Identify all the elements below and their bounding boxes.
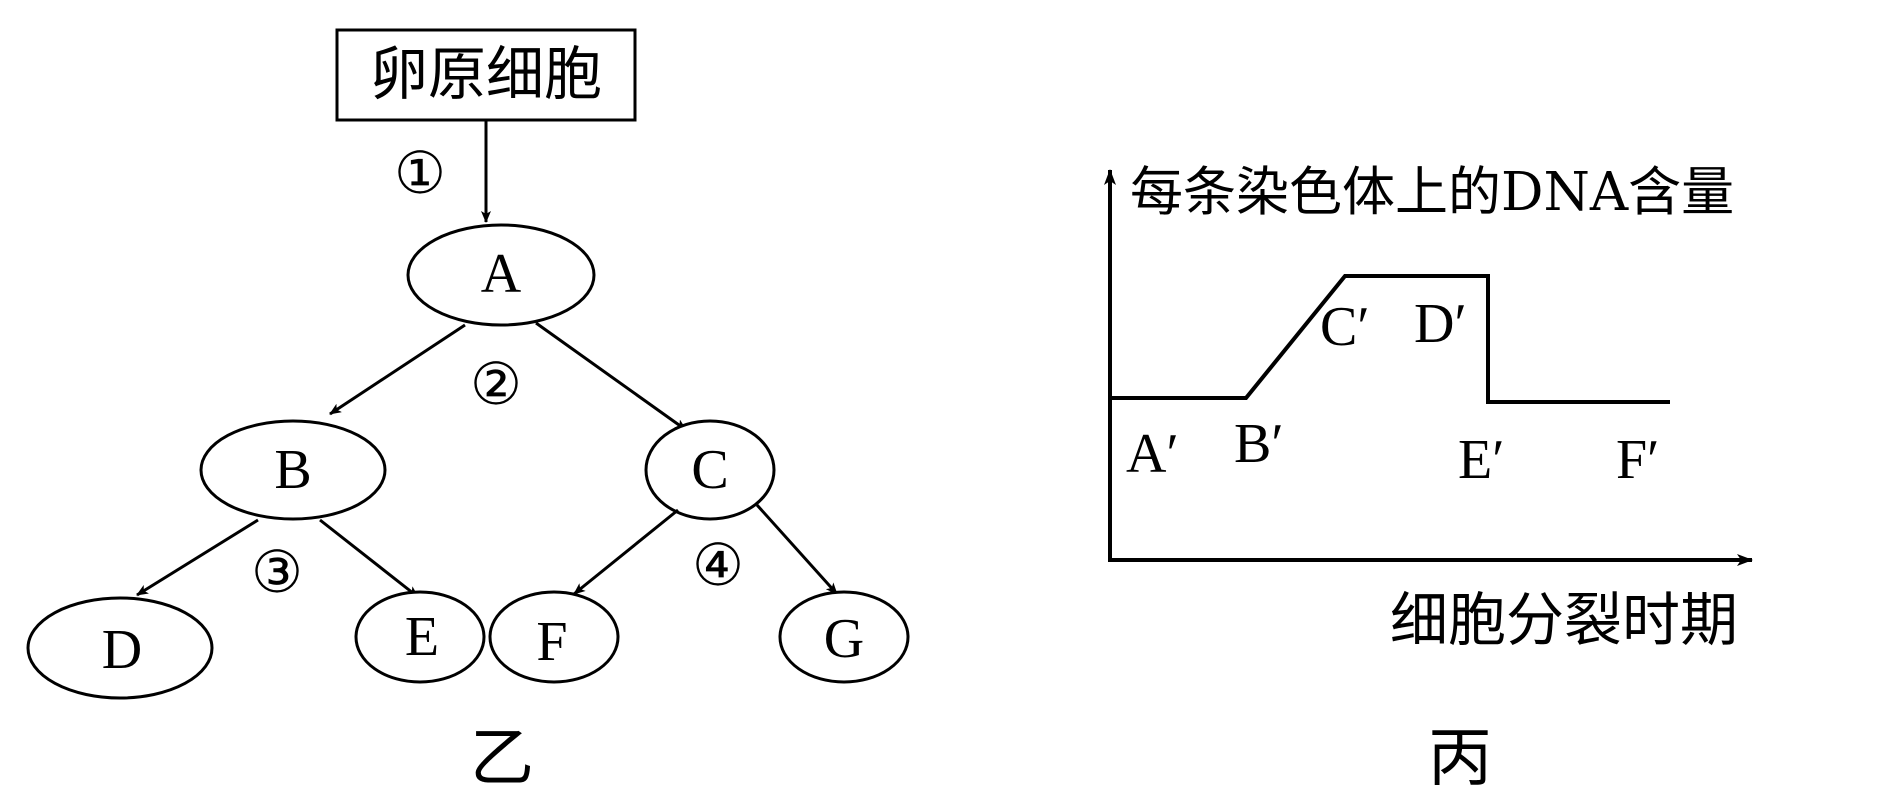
arrow-a-to-c (535, 321, 687, 432)
oogonium-box (335, 28, 637, 122)
diagram-bing (1104, 169, 1753, 566)
point-d-label: D′ (1414, 293, 1467, 355)
point-e-label: E′ (1458, 429, 1504, 491)
y-axis-label: 每条染色体上的DNA含量 (1130, 162, 1734, 223)
diagram-bing-text: 每条染色体上的DNA含量 细胞分裂时期 A′ B′ C′ D′ E′ F′ 丙 (1126, 162, 1738, 796)
node-b-label: B (274, 439, 311, 501)
point-f-label: F′ (1616, 429, 1659, 491)
caption-bing: 丙 (1428, 722, 1492, 796)
node-a-label: A (481, 243, 522, 305)
point-a-label: A′ (1126, 423, 1179, 485)
step-2-label: ② (470, 350, 522, 418)
arrow-a-to-b (329, 323, 466, 416)
node-e-ellipse (354, 590, 486, 684)
diagram-yi-text: 卵原细胞 A B C D E F G ① ② ③ ④ 乙 (102, 40, 864, 796)
node-e-label: E (405, 606, 439, 668)
arrow-b-to-d (136, 518, 259, 597)
step-3-label: ③ (251, 538, 303, 606)
node-d-ellipse (26, 596, 214, 700)
node-d-label: D (102, 619, 142, 681)
node-c-ellipse (644, 419, 776, 521)
node-f-label: F (536, 611, 567, 673)
arrow-c-to-g (755, 503, 839, 596)
arrow-b-to-e (319, 518, 419, 599)
oogonium-label: 卵原细胞 (370, 40, 602, 108)
step-1-label: ① (394, 139, 446, 207)
node-g-ellipse (778, 590, 910, 684)
dna-content-curve (1110, 274, 1670, 404)
x-axis-label: 细胞分裂时期 (1390, 586, 1738, 654)
point-c-label: C′ (1320, 296, 1370, 358)
node-b-ellipse (199, 419, 387, 521)
node-a-ellipse (406, 223, 596, 327)
caption-yi: 乙 (470, 722, 534, 796)
step-4-label: ④ (692, 531, 744, 599)
diagram-yi (26, 28, 910, 700)
arrow-c-to-f (573, 508, 679, 596)
node-g-label: G (824, 608, 864, 670)
node-f-ellipse (488, 590, 620, 684)
node-c-label: C (691, 439, 728, 501)
point-b-label: B′ (1234, 413, 1284, 475)
